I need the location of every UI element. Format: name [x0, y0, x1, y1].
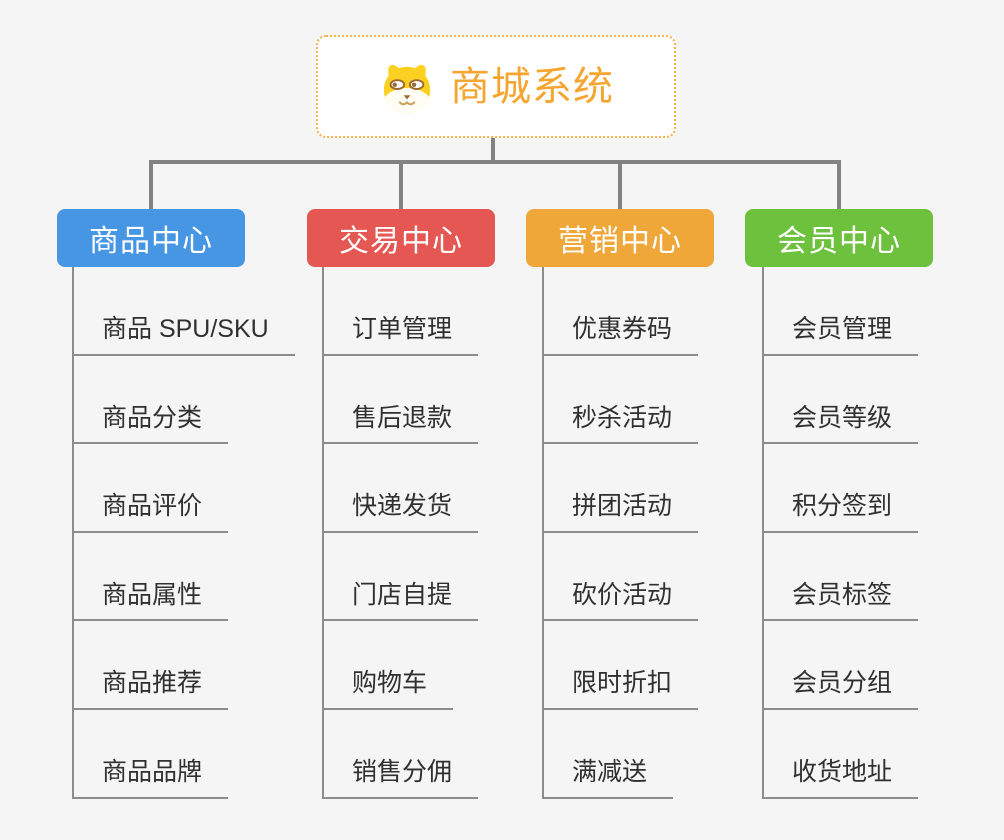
connector-drop-trade [399, 160, 403, 211]
leaf-label: 销售分佣 [322, 758, 479, 799]
leaf-label: 商品评价 [72, 493, 229, 533]
leaf-label: 商品 SPU/SKU [72, 316, 295, 356]
leaf-label: 快递发货 [322, 493, 479, 533]
connector-root-drop [491, 138, 495, 162]
leaf-node[interactable]: 购物车 [322, 621, 562, 710]
branch-header-trade[interactable]: 交易中心 [307, 209, 495, 267]
leaf-label: 限时折扣 [542, 670, 699, 710]
leaf-node[interactable]: 积分签到 [762, 444, 1002, 533]
branch-column-member: 会员管理 会员等级 积分签到 会员标签 会员分组 收货地址 [762, 267, 1002, 799]
branch-header-product[interactable]: 商品中心 [57, 209, 245, 267]
leaf-label: 优惠券码 [542, 316, 699, 356]
branch-column-trade: 订单管理 售后退款 快递发货 门店自提 购物车 销售分佣 [322, 267, 562, 799]
leaf-node[interactable]: 门店自提 [322, 533, 562, 622]
branch-header-label: 商品中心 [89, 225, 213, 258]
branch-header-member[interactable]: 会员中心 [745, 209, 933, 267]
leaf-node[interactable]: 快递发货 [322, 444, 562, 533]
leaf-node[interactable]: 拼团活动 [542, 444, 782, 533]
leaf-label: 售后退款 [322, 404, 479, 445]
leaf-label: 砍价活动 [542, 581, 699, 622]
leaf-label: 订单管理 [322, 316, 479, 356]
leaf-node[interactable]: 会员等级 [762, 356, 1002, 445]
leaf-node[interactable]: 订单管理 [322, 267, 562, 356]
leaf-label: 商品属性 [72, 581, 229, 622]
leaf-node[interactable]: 商品 SPU/SKU [72, 267, 312, 356]
leaf-label: 商品推荐 [72, 670, 229, 710]
leaf-node[interactable]: 售后退款 [322, 356, 562, 445]
leaf-node[interactable]: 满减送 [542, 710, 782, 799]
leaf-node[interactable]: 商品评价 [72, 444, 312, 533]
connector-drop-product [149, 160, 153, 211]
branch-header-label: 交易中心 [339, 225, 463, 258]
leaf-node[interactable]: 砍价活动 [542, 533, 782, 622]
root-node[interactable]: 商城系统 [316, 35, 676, 138]
leaf-label: 积分签到 [762, 493, 919, 533]
leaf-node[interactable]: 商品推荐 [72, 621, 312, 710]
leaf-label: 会员等级 [762, 404, 919, 445]
branch-header-label: 营销中心 [558, 225, 682, 258]
leaf-label: 商品品牌 [72, 758, 229, 799]
leaf-label: 拼团活动 [542, 493, 699, 533]
leaf-label: 会员标签 [762, 581, 919, 622]
leaf-label: 门店自提 [322, 581, 479, 622]
leaf-label: 购物车 [322, 670, 454, 710]
leaf-label: 会员管理 [762, 316, 919, 356]
leaf-label: 秒杀活动 [542, 404, 699, 445]
leaf-node[interactable]: 会员管理 [762, 267, 1002, 356]
connector-drop-member [837, 160, 841, 211]
connector-drop-marketing [618, 160, 622, 211]
leaf-node[interactable]: 收货地址 [762, 710, 1002, 799]
leaf-node[interactable]: 秒杀活动 [542, 356, 782, 445]
leaf-label: 收货地址 [762, 758, 919, 799]
dog-face-icon [383, 64, 431, 113]
branch-column-product: 商品 SPU/SKU 商品分类 商品评价 商品属性 商品推荐 商品品牌 [72, 267, 312, 799]
leaf-node[interactable]: 商品分类 [72, 356, 312, 445]
leaf-label: 满减送 [542, 758, 674, 799]
branch-header-marketing[interactable]: 营销中心 [526, 209, 714, 267]
leaf-node[interactable]: 限时折扣 [542, 621, 782, 710]
leaf-node[interactable]: 会员标签 [762, 533, 1002, 622]
root-title: 商城系统 [450, 64, 614, 109]
leaf-node[interactable]: 商品属性 [72, 533, 312, 622]
leaf-node[interactable]: 商品品牌 [72, 710, 312, 799]
branch-header-label: 会员中心 [777, 225, 901, 258]
leaf-label: 商品分类 [72, 404, 229, 445]
leaf-node[interactable]: 会员分组 [762, 621, 1002, 710]
leaf-label: 会员分组 [762, 670, 919, 710]
connector-bus [149, 160, 841, 164]
leaf-node[interactable]: 优惠券码 [542, 267, 782, 356]
leaf-node[interactable]: 销售分佣 [322, 710, 562, 799]
branch-column-marketing: 优惠券码 秒杀活动 拼团活动 砍价活动 限时折扣 满减送 [542, 267, 782, 799]
